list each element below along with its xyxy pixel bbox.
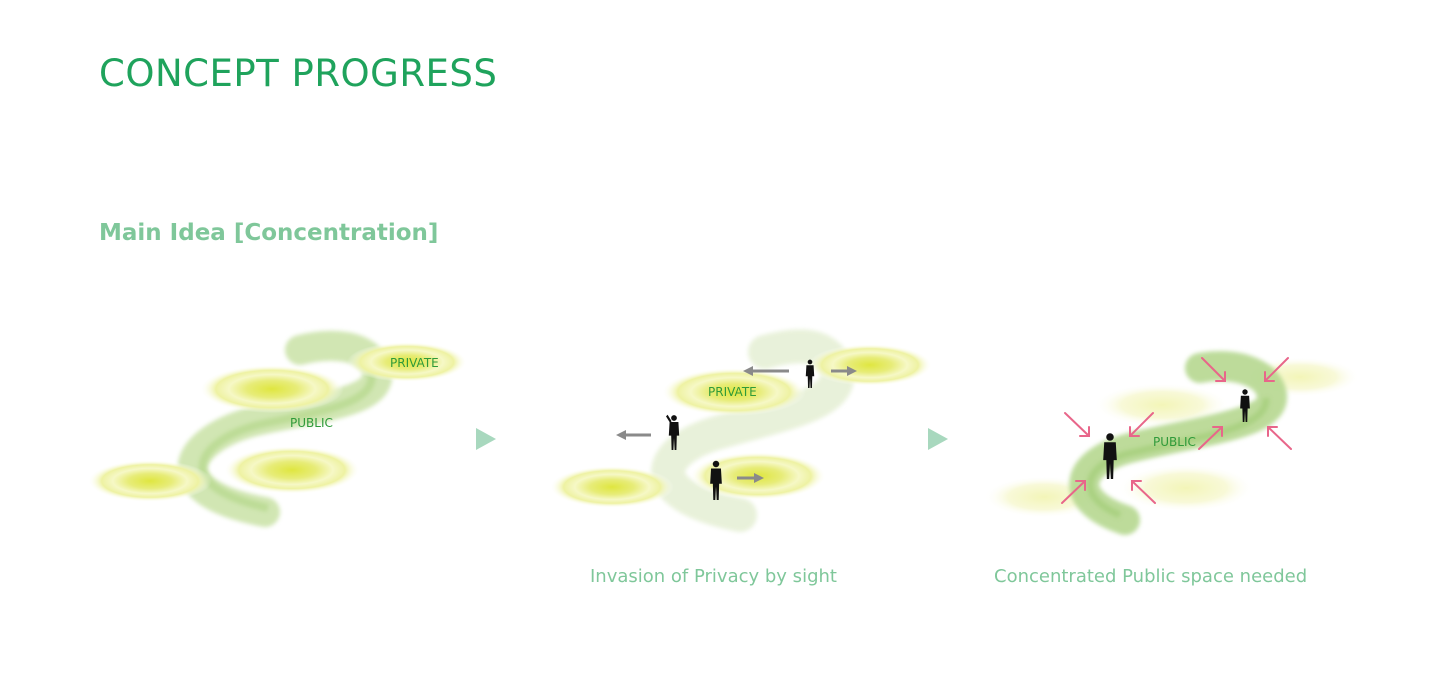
arrow-right-icon <box>737 473 764 483</box>
private-zone <box>224 446 360 494</box>
section-subtitle: Main Idea [Concentration] <box>99 220 439 246</box>
person-silhouette-icon <box>666 414 680 450</box>
diagonal-arrow-icon <box>1061 480 1086 504</box>
panel-3-diagram: PUBLIC <box>984 351 1360 535</box>
private-zone <box>88 460 212 502</box>
diagonal-arrow-icon <box>1198 426 1223 450</box>
private-zone <box>808 344 932 386</box>
page-title: CONCEPT PROGRESS <box>99 52 498 95</box>
public-path-stroke <box>651 329 855 532</box>
public-label: PUBLIC <box>1153 435 1196 449</box>
private-label: PRIVATE <box>390 356 439 370</box>
diagonal-arrow-icon <box>1131 480 1156 504</box>
triangle-next-icon <box>476 428 496 450</box>
diagonal-arrow-icon <box>1064 412 1090 437</box>
arrow-left-icon <box>616 430 651 440</box>
panel-2-diagram: PRIVATE <box>550 329 932 532</box>
private-zone <box>662 368 806 416</box>
diagonal-arrow-icon <box>1129 412 1154 437</box>
public-label: PUBLIC <box>290 416 333 430</box>
private-zone <box>1094 383 1230 427</box>
diagonal-arrow-icon <box>1267 426 1292 450</box>
diagonal-arrow-icon <box>1264 357 1289 382</box>
triangle-next-icon <box>928 428 948 450</box>
arrow-left-icon <box>743 366 789 376</box>
panel-3-caption: Concentrated Public space needed <box>994 566 1308 587</box>
private-label: PRIVATE <box>708 385 757 399</box>
private-zone <box>200 365 344 413</box>
panel-2-caption: Invasion of Privacy by sight <box>590 566 837 587</box>
panel-1-diagram: PRIVATE PUBLIC <box>88 330 467 527</box>
private-zone <box>550 466 674 508</box>
arrow-right-icon <box>831 366 857 376</box>
diagonal-arrow-icon <box>1201 357 1226 382</box>
private-zone <box>347 342 467 382</box>
